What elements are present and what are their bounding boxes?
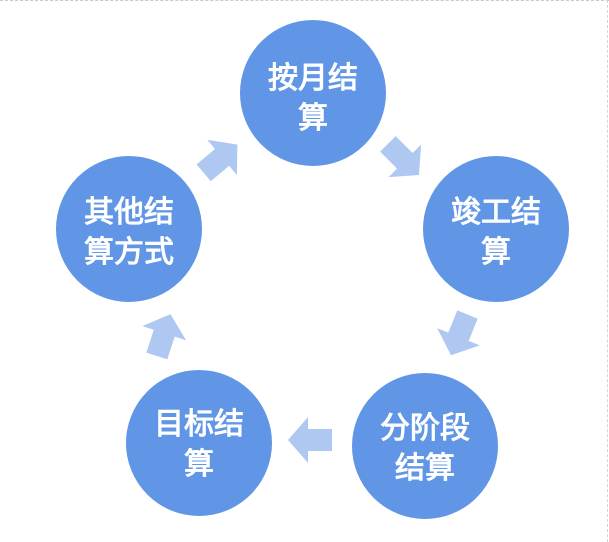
- node-phased-line1: 分阶段: [380, 411, 470, 446]
- top-dashed-border: [0, 0, 609, 1]
- right-dashed-border: [607, 0, 608, 542]
- node-other-line1: 其他结: [84, 195, 174, 230]
- node-completion-line1: 竣工结: [451, 195, 541, 230]
- node-target-line2: 算: [184, 447, 214, 482]
- node-completion-settlement: 竣工结 算: [421, 154, 571, 304]
- node-phased-settlement: 分阶段 结算: [350, 371, 500, 521]
- node-other-line2: 算方式: [84, 235, 174, 270]
- node-target-line1: 目标结: [154, 407, 244, 442]
- node-target-settlement: 目标结 算: [124, 368, 274, 518]
- arrow-other-to-monthly: [196, 139, 238, 182]
- node-other-circle: [54, 154, 204, 304]
- node-target-circle: [124, 368, 274, 518]
- node-other-settlement: 其他结 算方式: [54, 154, 204, 304]
- arrow-target-to-other: [142, 314, 187, 360]
- node-phased-circle: [350, 371, 500, 521]
- node-monthly-settlement: 按月结 算: [238, 18, 388, 168]
- node-completion-line2: 算: [481, 235, 511, 270]
- arrow-phased-to-target: [288, 417, 332, 463]
- node-monthly-line1: 按月结: [268, 61, 358, 96]
- node-monthly-line2: 算: [298, 101, 328, 136]
- node-monthly-circle: [238, 18, 388, 168]
- node-completion-circle: [421, 154, 571, 304]
- arrow-completion-to-phased: [437, 310, 480, 356]
- arrow-monthly-to-completion: [380, 136, 422, 178]
- node-phased-line2: 结算: [395, 451, 455, 486]
